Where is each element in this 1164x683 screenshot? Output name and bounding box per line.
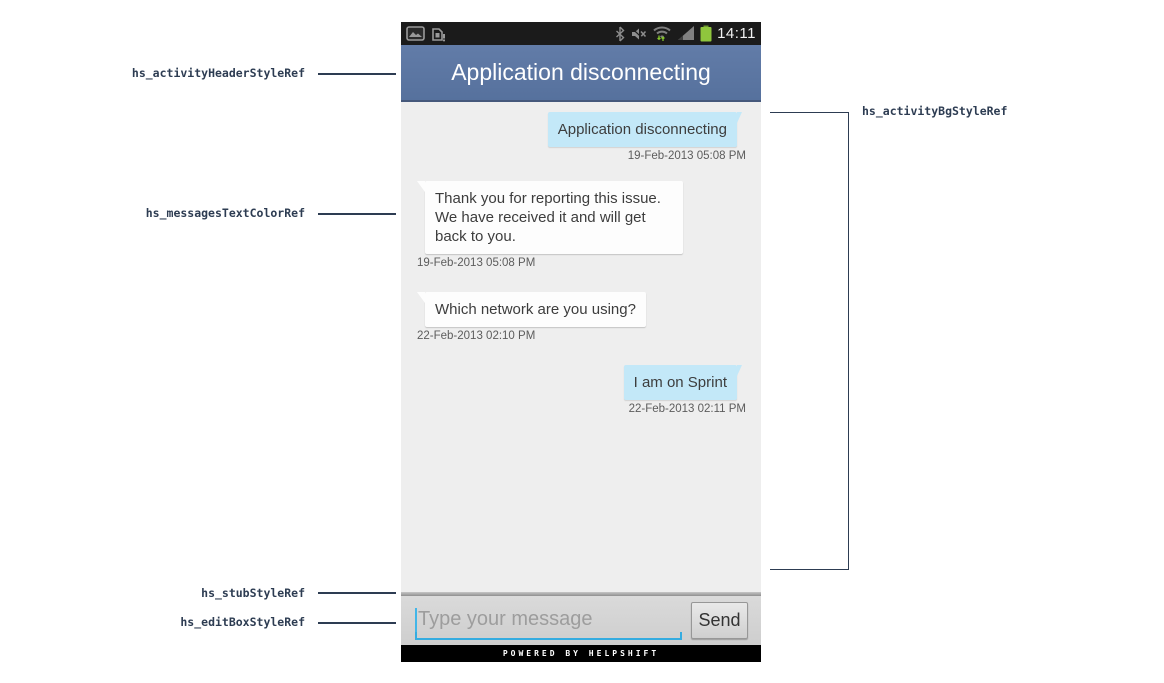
powered-by-label: POWERED BY HELPSHIFT (502, 649, 660, 658)
annotation-line-messages-text (318, 213, 396, 215)
activity-header: Application disconnecting (401, 45, 761, 102)
activity-title: Application disconnecting (451, 59, 711, 85)
phone-screen: 14:11 Application disconnecting Applicat… (401, 22, 761, 662)
message-outgoing: I am on Sprint 22-Feb-2013 02:11 PM (401, 365, 761, 415)
message-timestamp: 19-Feb-2013 05:08 PM (627, 150, 746, 162)
annotation-line-stub (318, 592, 396, 594)
annotation-stub-style-ref: hs_stubStyleRef (201, 586, 305, 600)
gallery-icon (406, 26, 425, 41)
text-cursor (415, 607, 417, 632)
annotation-bracket-activity-bg (770, 112, 849, 570)
status-bar: 14:11 (401, 22, 761, 45)
signal-icon (678, 26, 695, 40)
message-bubble-outgoing: I am on Sprint (623, 365, 743, 400)
annotation-line-edit-box (318, 622, 396, 624)
message-bubble-incoming: Thank you for reporting this issue. We h… (417, 181, 683, 254)
annotation-messages-text-color-ref: hs_messagesTextColorRef (145, 206, 305, 220)
status-bar-clock: 14:11 (717, 25, 756, 42)
message-timestamp: 22-Feb-2013 02:10 PM (417, 330, 536, 342)
composer-bar: Type your message Send (401, 596, 761, 645)
mute-icon (631, 27, 647, 41)
bluetooth-icon (616, 26, 625, 41)
message-text: Thank you for reporting this issue. We h… (435, 190, 661, 245)
messages-list[interactable]: Application disconnecting 19-Feb-2013 05… (401, 102, 761, 592)
stub-divider (401, 592, 761, 596)
message-input[interactable]: Type your message (415, 602, 682, 640)
annotation-activity-bg-style-ref: hs_activityBgStyleRef (862, 104, 1008, 118)
message-outgoing: Application disconnecting 19-Feb-2013 05… (401, 112, 761, 162)
annotation-line-header (318, 73, 396, 75)
status-bar-right: 14:11 (615, 22, 756, 45)
battery-icon (700, 25, 712, 42)
annotation-activity-header-style-ref: hs_activityHeaderStyleRef (131, 66, 305, 80)
sim-alert-icon (432, 27, 445, 41)
message-bubble-outgoing: Application disconnecting (547, 112, 743, 147)
message-text: I am on Sprint (633, 374, 727, 391)
message-incoming: Thank you for reporting this issue. We h… (401, 181, 761, 269)
message-input-placeholder: Type your message (418, 608, 593, 630)
message-text: Application disconnecting (557, 121, 727, 138)
message-timestamp: 22-Feb-2013 02:11 PM (628, 403, 746, 415)
wifi-icon (653, 26, 671, 41)
send-button[interactable]: Send (691, 602, 748, 639)
annotation-edit-box-style-ref: hs_editBoxStyleRef (180, 615, 305, 629)
powered-by-footer: POWERED BY HELPSHIFT (401, 645, 761, 662)
message-timestamp: 19-Feb-2013 05:08 PM (417, 257, 536, 269)
message-incoming: Which network are you using? 22-Feb-2013… (401, 292, 761, 342)
message-text: Which network are you using? (435, 301, 636, 318)
message-bubble-incoming: Which network are you using? (417, 292, 646, 327)
status-bar-left (406, 26, 446, 42)
